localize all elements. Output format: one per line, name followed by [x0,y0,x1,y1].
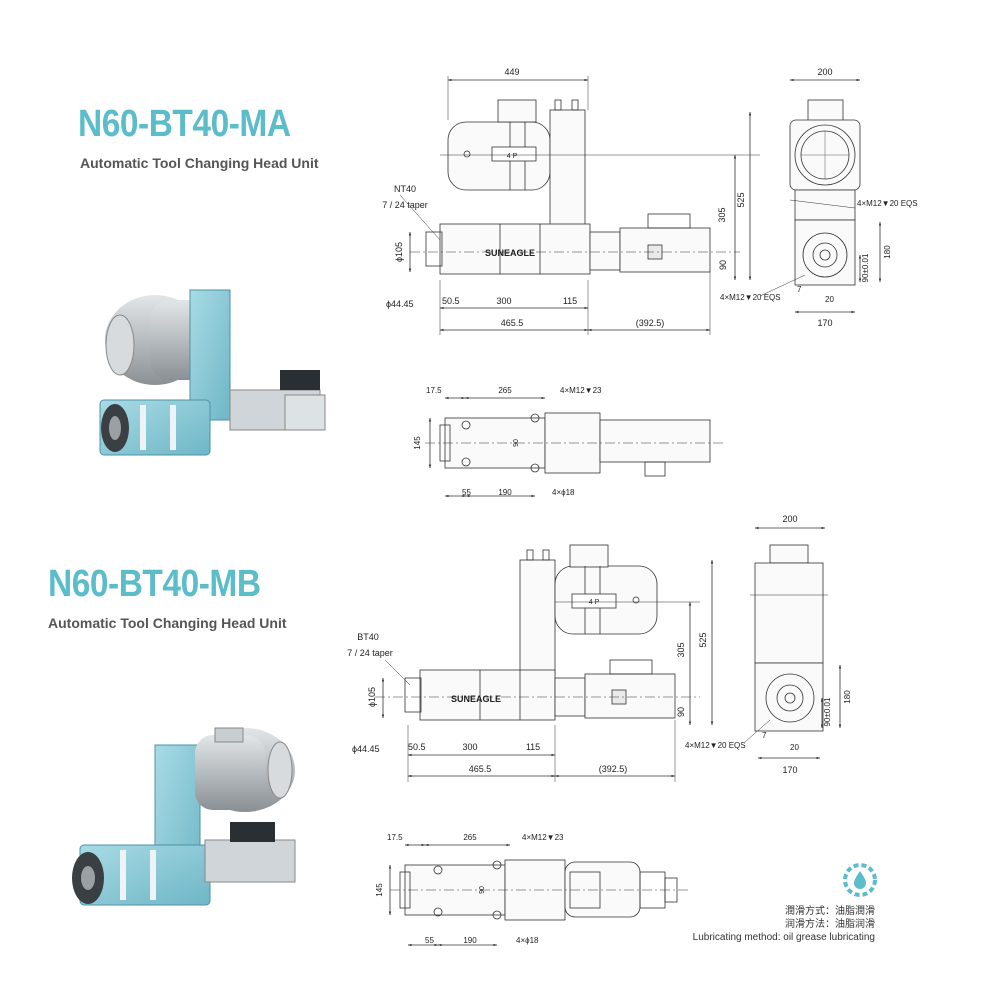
dim-len-mid: 115 [526,742,540,752]
dim-len-cylinder: (392.5) [599,764,628,774]
dims-mb-side: 200 180 90±0.01 4×M12▼20 EQS 7 20 170 [685,514,852,775]
dim-len-c: 55 [462,488,471,497]
dims-ma-top: 17.5 265 4×M12▼23 145 90 55 190 4×ϕ18 [413,386,602,497]
dim-center: 90 [513,439,520,447]
lubrication-tc: 潤滑方式：油脂潤滑 [785,906,875,917]
dim-width-base: 170 [782,765,797,775]
holes-spec: 4×ϕ18 [516,936,539,945]
dim-len-b: 265 [463,833,477,842]
dim-height-total: 525 [736,192,746,207]
dim-width-top: 200 [782,514,797,524]
dim-width: 145 [413,436,422,450]
label-taper-ratio: 7 / 24 taper [382,200,428,210]
dim-dia-body: ϕ105 [367,687,377,707]
dim-len-cylinder: (392.5) [636,318,665,328]
dim-key-width: 20 [825,295,834,304]
dim-height-lower: 90 [676,707,686,717]
bolt-spec-bottom: 4×M12▼20 EQS [685,741,746,750]
motor-label: 4 P [589,599,600,606]
dims-mb-front: 305 525 90 ϕ105 ϕ44.45 50.5 300 115 465.… [347,599,708,774]
dim-len-d: 190 [463,936,477,945]
dim-len-total: 465.5 [469,764,492,774]
bolt-spec-top: 4×M12▼20 EQS [857,199,918,208]
subtitle-ma: Automatic Tool Changing Head Unit [80,155,319,171]
bolt-spec-bottom: 4×M12▼20 EQS [720,293,781,302]
dim-dia-spindle: ϕ44.45 [352,744,380,754]
oil-drop-gear-icon [843,863,877,897]
drawing-ma-front [399,76,760,335]
dim-len-body: 300 [462,742,477,752]
dim-len-c: 55 [425,936,434,945]
drawing-mb-front [375,544,714,782]
dim-len-nose: 50.5 [442,296,460,306]
dim-key-height: 90±0.01 [823,697,832,726]
product-photo-ma [99,289,326,456]
dim-key-width: 20 [790,743,799,752]
dim-angle: 7 [797,285,802,294]
dims-ma-side: 200 4×M12▼20 EQS 180 90±0.01 4×M12▼20 EQ… [720,67,918,328]
label-taper-ratio: 7 / 24 taper [347,648,393,658]
dim-height-lower: 90 [718,260,728,270]
dim-height-upper: 305 [717,207,727,222]
label-taper-type: NT40 [394,184,416,194]
dim-width-base: 170 [817,318,832,328]
dim-len-d: 190 [498,488,512,497]
subtitle-mb: Automatic Tool Changing Head Unit [48,615,287,631]
holes-spec: 4×ϕ18 [552,488,575,497]
dim-width-top: 200 [817,67,832,77]
dim-len-a: 17.5 [387,833,403,842]
dim-len-body: 300 [496,296,511,306]
drawing-mb-side [744,526,842,760]
product-photo-mb [72,727,296,906]
bolt-spec-top-view: 4×M12▼23 [560,386,602,395]
dim-key-height: 90±0.01 [861,253,870,282]
dim-angle: 7 [762,731,767,740]
drawing-ma-side [759,78,882,314]
dim-dia-body: ϕ105 [394,242,404,262]
dim-height-flange: 180 [843,690,852,704]
brand-label: SUNEAGLE [485,248,535,258]
dim-len-b: 265 [498,386,512,395]
dim-len-mid: 115 [563,296,577,306]
dims-mb-top: 17.5 265 4×M12▼23 145 90 55 190 4×ϕ18 [375,833,564,945]
dim-len-nose: 50.5 [408,742,426,752]
brand-label: SUNEAGLE [451,694,501,704]
lubrication-en: Lubricating method: oil grease lubricati… [692,932,875,943]
model-title-mb: N60-BT40-MB [48,563,261,605]
bolt-spec-top-view: 4×M12▼23 [522,833,564,842]
dim-width: 145 [375,883,384,897]
drawing-ma-top [425,396,725,498]
dim-height-total: 525 [698,632,708,647]
drawing-mb-top [388,843,690,947]
dim-center: 90 [479,886,486,894]
model-title-ma: N60-BT40-MA [78,103,291,145]
motor-label: 4 P [507,153,518,160]
dim-dia-spindle: ϕ44.45 [386,299,414,309]
lubrication-note: 潤滑方式：油脂潤滑 润滑方法：油脂润滑 Lubricating method: … [693,905,875,944]
lubrication-sc: 润滑方法：油脂润滑 [785,919,875,930]
dim-height-upper: 305 [676,642,686,657]
dims-ma-front: 449 305 525 90 ϕ105 ϕ44.45 50.5 300 115 … [382,67,746,328]
dim-len-a: 17.5 [426,386,442,395]
label-taper-type: BT40 [357,632,379,642]
dim-total-width: 449 [504,67,519,77]
dim-len-total: 465.5 [501,318,524,328]
dim-height-flange: 180 [883,245,892,259]
